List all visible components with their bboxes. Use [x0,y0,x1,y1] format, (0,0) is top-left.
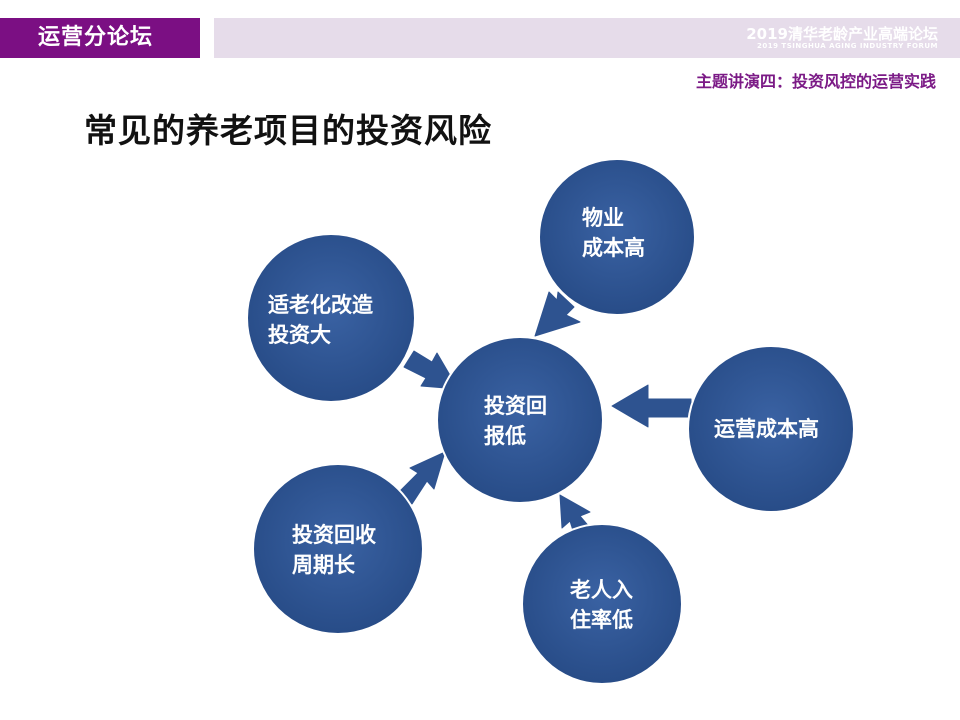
arrow-from-operation [611,384,692,428]
circle-center [436,336,604,504]
circle-occupancy [521,523,683,685]
node-label-occupancy: 老人入 住率低 [570,578,633,632]
header-banner: 2019清华老龄产业高端论坛 2019 TSINGHUA AGING INDUS… [214,18,960,58]
talk-title: 主题讲演四：投资风控的运营实践 [695,72,936,91]
section-tab: 运营分论坛 [0,18,200,58]
forum-title: 2019清华老龄产业高端论坛 [746,25,938,43]
center-label: 投资回 报低 [484,394,547,448]
node-label-operation: 运营成本高 [714,417,819,441]
node-label-property: 物业 成本高 [582,206,645,260]
circle-payback [252,463,424,635]
arrow-from-payback [397,451,446,505]
forum-subtitle: 2019 TSINGHUA AGING INDUSTRY FORUM [757,42,938,50]
circle-operation [687,345,855,513]
arrow-from-property [534,291,581,337]
circle-renovation [246,233,416,403]
node-label-payback: 投资回收 周期长 [292,523,376,577]
node-label-renovation: 适老化改造 投资大 [268,293,373,347]
page-title: 常见的养老项目的投资风险 [84,111,492,150]
circle-property [538,158,696,316]
arrow-from-renovation [403,350,459,390]
